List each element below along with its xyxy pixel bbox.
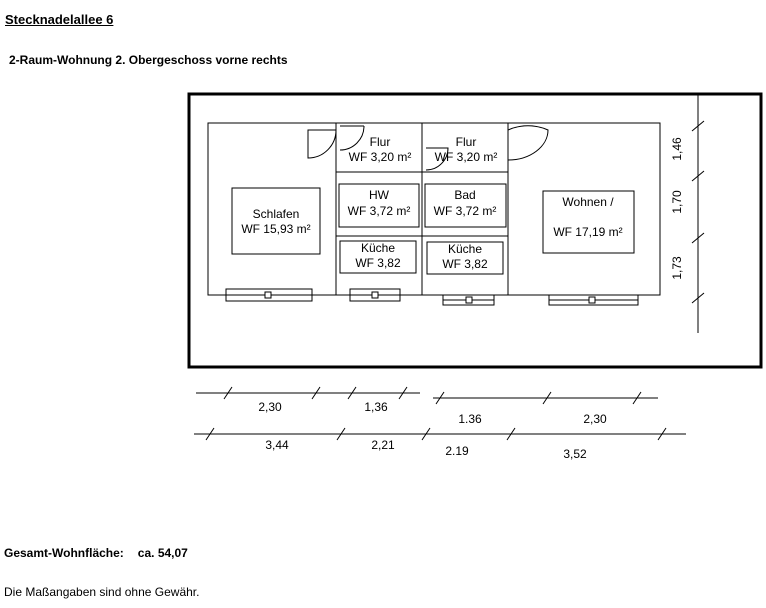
- room-hw-name: HW: [369, 188, 390, 202]
- room-bad-area: WF 3,72 m²: [434, 204, 497, 218]
- dim-bottom-1: 3,44: [265, 438, 289, 452]
- room-bad-name: Bad: [454, 188, 475, 202]
- disclaimer: Die Maßangaben sind ohne Gewähr.: [4, 585, 200, 599]
- dimension-right: [691, 93, 705, 333]
- dim-top-left-2: 1,36: [364, 400, 388, 414]
- schlafen-box: [231, 187, 321, 255]
- window-schlafen: [225, 288, 313, 302]
- room-flur-left-name: Flur: [370, 135, 391, 149]
- total-area-label: Gesamt-Wohnfläche:: [4, 546, 124, 560]
- room-hw-area: WF 3,72 m²: [348, 204, 411, 218]
- room-kueche-left-name: Küche: [361, 241, 395, 255]
- dimension-top-left: [196, 386, 420, 400]
- plan-frame: [187, 92, 763, 369]
- room-flur-right-area: WF 3,20 m²: [435, 150, 498, 164]
- room-flur-left-area: WF 3,20 m²: [349, 150, 412, 164]
- room-kueche-right-name: Küche: [448, 242, 482, 256]
- wohnen-box: [542, 190, 635, 254]
- window-kueche-left: [349, 288, 401, 302]
- dim-top-right-2: 2,30: [583, 412, 607, 426]
- door-swing-right-outer: [507, 125, 549, 161]
- bad-box: [424, 183, 507, 228]
- page-subtitle: 2-Raum-Wohnung 2. Obergeschoss vorne rec…: [9, 53, 288, 67]
- total-area-value: ca. 54,07: [137, 546, 188, 560]
- dim-top-right-1: 1.36: [458, 412, 482, 426]
- room-wohnen-area: WF 17,19 m²: [553, 225, 622, 239]
- page-title: Stecknadelallee 6: [5, 12, 114, 27]
- door-swing-flur-right: [425, 147, 449, 171]
- dim-right-3: 1,73: [670, 256, 684, 280]
- hw-box: [338, 183, 420, 228]
- dim-bottom-2: 2,21: [371, 438, 395, 452]
- apartment-outline: [207, 122, 661, 296]
- dim-bottom-4: 3,52: [563, 447, 587, 461]
- door-swing-flur-left: [339, 125, 365, 151]
- kueche-right-box: [426, 241, 504, 275]
- door-swing-left-outer: [307, 129, 337, 159]
- dim-right-1: 1,46: [670, 137, 684, 161]
- room-flur-right-name: Flur: [456, 135, 477, 149]
- dimension-top-right: [433, 391, 658, 405]
- room-kueche-left-area: WF 3,82: [355, 256, 401, 270]
- total-area: Gesamt-Wohnfläche: ca. 54,07: [4, 546, 188, 560]
- room-schlafen-name: Schlafen: [253, 207, 300, 221]
- dimension-bottom: [194, 427, 686, 441]
- window-kueche-right: [442, 294, 495, 306]
- dim-right-2: 1,70: [670, 190, 684, 214]
- room-schlafen-area: WF 15,93 m²: [241, 222, 310, 236]
- room-wohnen-name: Wohnen /: [562, 195, 614, 209]
- dim-top-left-1: 2,30: [258, 400, 282, 414]
- window-wohnen: [548, 294, 639, 306]
- kueche-left-box: [339, 240, 417, 274]
- room-kueche-right-area: WF 3,82: [442, 257, 488, 271]
- dim-bottom-3: 2.19: [445, 444, 469, 458]
